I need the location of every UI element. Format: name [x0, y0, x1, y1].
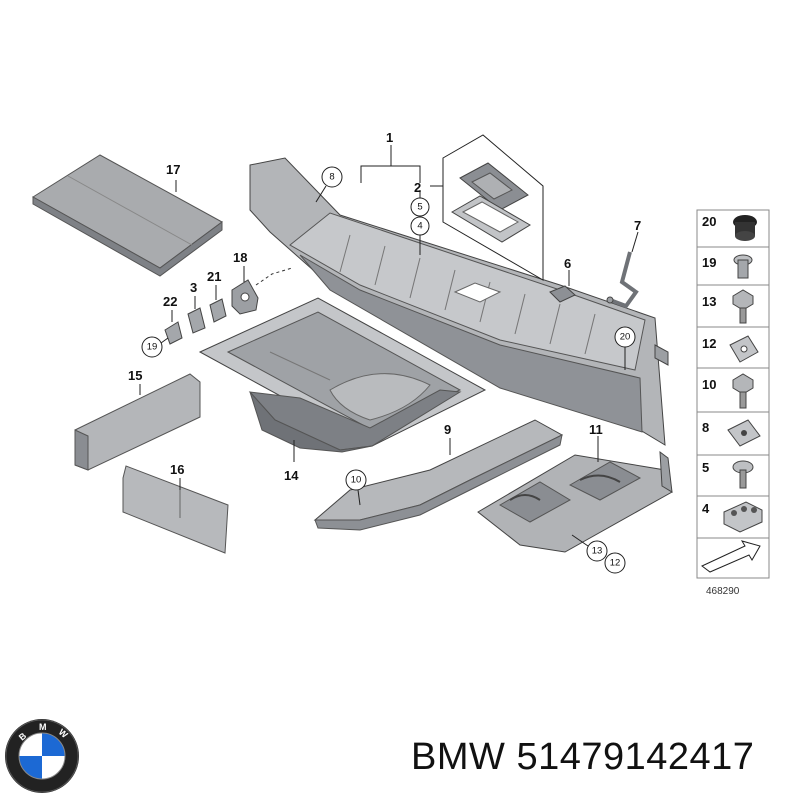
- callout-6: 6: [564, 256, 571, 271]
- callout-14: 14: [284, 468, 299, 483]
- part-22-bracket: [164, 321, 183, 345]
- legend-label-8: 8: [702, 420, 709, 435]
- callout-7: 7: [634, 218, 641, 233]
- part-9-floor-trim: [313, 419, 564, 531]
- diagram-reference-number: 468290: [706, 586, 740, 597]
- callout-9: 9: [444, 422, 451, 437]
- torx-screw-icon: [732, 460, 754, 489]
- part-14-trunk-tub: [198, 297, 487, 453]
- callout-3: 3: [190, 280, 197, 295]
- bolt-icon: [732, 373, 754, 409]
- legend-label-10: 10: [702, 377, 716, 392]
- part-6-plate: [549, 285, 576, 303]
- legend-label-19: 19: [702, 255, 716, 270]
- legend-label-5: 5: [702, 460, 709, 475]
- direction-arrow-icon: [701, 540, 761, 573]
- callout-2: 2: [414, 180, 421, 195]
- svg-text:M: M: [39, 722, 47, 732]
- part-17-cover-panel: [32, 154, 223, 277]
- part-7-hook: [606, 251, 639, 309]
- grommet-icon: [733, 215, 757, 241]
- part-11-tool-tray: [477, 450, 673, 553]
- legend-label-20: 20: [702, 214, 716, 229]
- part-18-latch: [231, 279, 259, 315]
- callout-17: 17: [166, 162, 180, 177]
- callout-12-ref: 12: [610, 558, 621, 569]
- push-pin-icon: [733, 254, 753, 279]
- part-16-side-panel: [122, 465, 229, 554]
- callout-18: 18: [233, 250, 247, 265]
- fastener-legend: 20 19 13 12 10 8 5: [696, 209, 770, 579]
- callout-8-ref: 8: [329, 172, 334, 183]
- legend-label-12: 12: [702, 336, 716, 351]
- callout-22: 22: [163, 294, 177, 309]
- part-15-side-panel: [74, 373, 201, 471]
- clip-nut-icon: [729, 335, 759, 363]
- callout-1: 1: [386, 130, 393, 145]
- callout-13-ref: 13: [592, 546, 603, 557]
- brand-name: BMW: [411, 736, 506, 778]
- callout-10-ref: 10: [351, 475, 362, 486]
- callout-5-ref: 5: [417, 202, 422, 213]
- part-1-rear-panel: [249, 157, 669, 446]
- legend-label-13: 13: [702, 294, 716, 309]
- callout-4-ref: 4: [417, 221, 422, 232]
- callout-20-ref: 20: [620, 332, 631, 343]
- callout-19-ref: 19: [147, 342, 158, 353]
- speed-nut-icon: [727, 419, 761, 447]
- legend-label-4: 4: [702, 501, 710, 516]
- part-2-detail-inset: [442, 134, 544, 281]
- screw-icon: [732, 289, 754, 324]
- svg-text:B: B: [17, 730, 29, 742]
- callout-11: 11: [589, 422, 603, 437]
- bmw-roundel-logo: B M W: [5, 719, 79, 793]
- part-3-bracket: [187, 307, 206, 334]
- brand-part-number: BMW 51479142417: [411, 736, 754, 779]
- part-21-clip: [209, 298, 227, 323]
- part-number: 51479142417: [516, 736, 755, 778]
- callout-15: 15: [128, 368, 142, 383]
- callout-21: 21: [207, 269, 221, 284]
- callout-16: 16: [170, 462, 184, 477]
- expansion-nut-icon: [723, 501, 763, 533]
